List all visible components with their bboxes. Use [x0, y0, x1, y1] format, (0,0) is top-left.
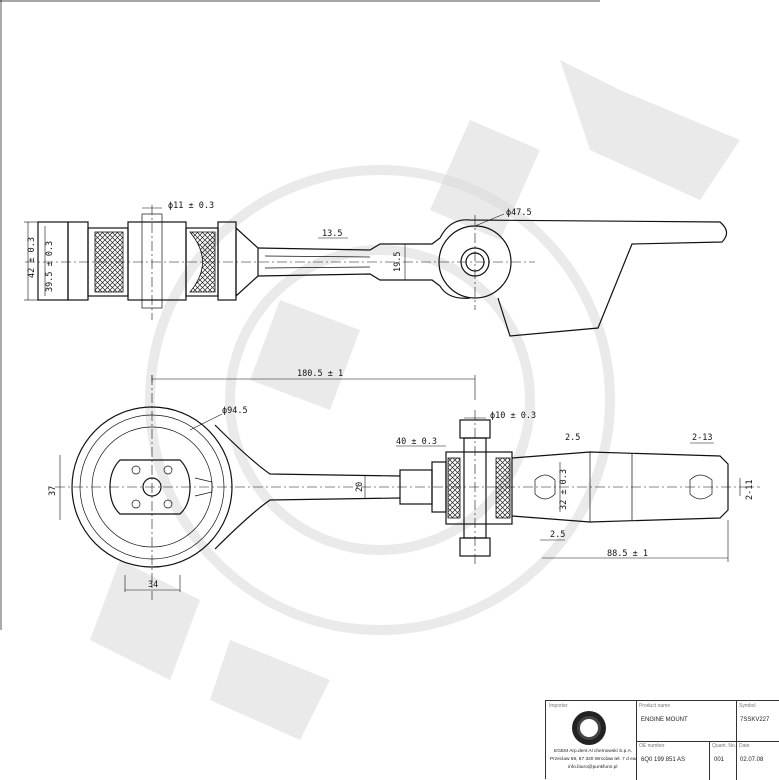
mount-center-hole: [142, 477, 162, 497]
date-label: Date: [739, 743, 750, 749]
qty-value: 001: [714, 757, 725, 763]
dim-bush-width: 40 ± 0.3: [396, 437, 437, 447]
dim-eye-dia: ϕ47.5: [506, 208, 532, 218]
watermark-logo: [90, 60, 740, 740]
arm-lower-edge: [257, 273, 441, 287]
mount-housing-outer: [71, 406, 233, 568]
dim-arm-width: 13.5: [322, 229, 342, 239]
company-line-3: info.biuro@punkfunn.pl: [568, 765, 618, 770]
symbol-value: 7SSKV227: [740, 717, 770, 723]
slot-left: [534, 474, 556, 500]
company-line-2: Przeclaw 59, 67 320 Wroclaw tel. 7 d ear: [550, 757, 638, 762]
arm-upper-edge: [257, 237, 441, 251]
dim-height-inner: 39.5 ± 0.3: [45, 241, 55, 292]
front-arm-upper: [214, 424, 401, 477]
dim-step-bottom: 2.5: [550, 530, 565, 540]
dim-mount-height: 37: [48, 486, 58, 496]
bracket-outline: [439, 219, 728, 337]
dim-bush-dia: 32 ± 0.3: [559, 469, 569, 510]
dim-bolt-dia-side: ϕ10 ± 0.3: [490, 411, 536, 421]
dim-arm-height: 19.5: [393, 252, 403, 272]
dim-slot-w: 2-11: [745, 480, 755, 500]
dim-height-outer: 42 ± 0.3: [27, 237, 37, 278]
date-value: 02.07.08: [740, 757, 764, 763]
dim-arm-thickness: 20: [355, 482, 365, 492]
front-bush-block: [445, 451, 513, 525]
qty-label: Quant. No.: [712, 743, 737, 749]
importer-label: Importer: [549, 703, 568, 709]
front-bracket: [511, 451, 729, 523]
product-name: ENGINE MOUNT: [641, 717, 688, 723]
front-arm-lower: [214, 497, 401, 550]
front-dimensions: 180.5 ± 1 ϕ94.5 ϕ10 ± 0.3 40 ± 0.3 2.5 2…: [48, 369, 755, 592]
company-line-1: EGEM Arp.dent Al chemowski S.p.A.: [554, 749, 633, 754]
dim-step-small: 2.5: [565, 433, 580, 443]
slot-right: [689, 474, 713, 500]
title-block: Importer EGEM Arp.dent Al chemowski S.p.…: [545, 700, 779, 780]
top-view: [25, 205, 728, 337]
top-dimensions: ϕ11 ± 0.3 42 ± 0.3 39.5 ± 0.3 13.5 19.5 …: [24, 201, 532, 301]
dim-bolt-dia-top: ϕ11 ± 0.3: [168, 201, 214, 211]
oe-label: OE number: [639, 743, 665, 749]
symbol-label: Symbol: [739, 703, 756, 709]
dim-center-distance: 180.5 ± 1: [297, 369, 343, 379]
dim-mount-dia: ϕ94.5: [222, 406, 248, 416]
product-label: Product name: [639, 703, 671, 709]
dim-length-end: 88.5 ± 1: [607, 549, 648, 559]
dim-slot-h: 2-13: [692, 433, 712, 443]
dim-mount-width: 34: [148, 580, 158, 590]
mount-core: [109, 459, 191, 515]
oe-number: 6Q0 199 851 AS: [641, 757, 686, 763]
company-logo: [572, 711, 606, 745]
front-view: [55, 375, 760, 600]
